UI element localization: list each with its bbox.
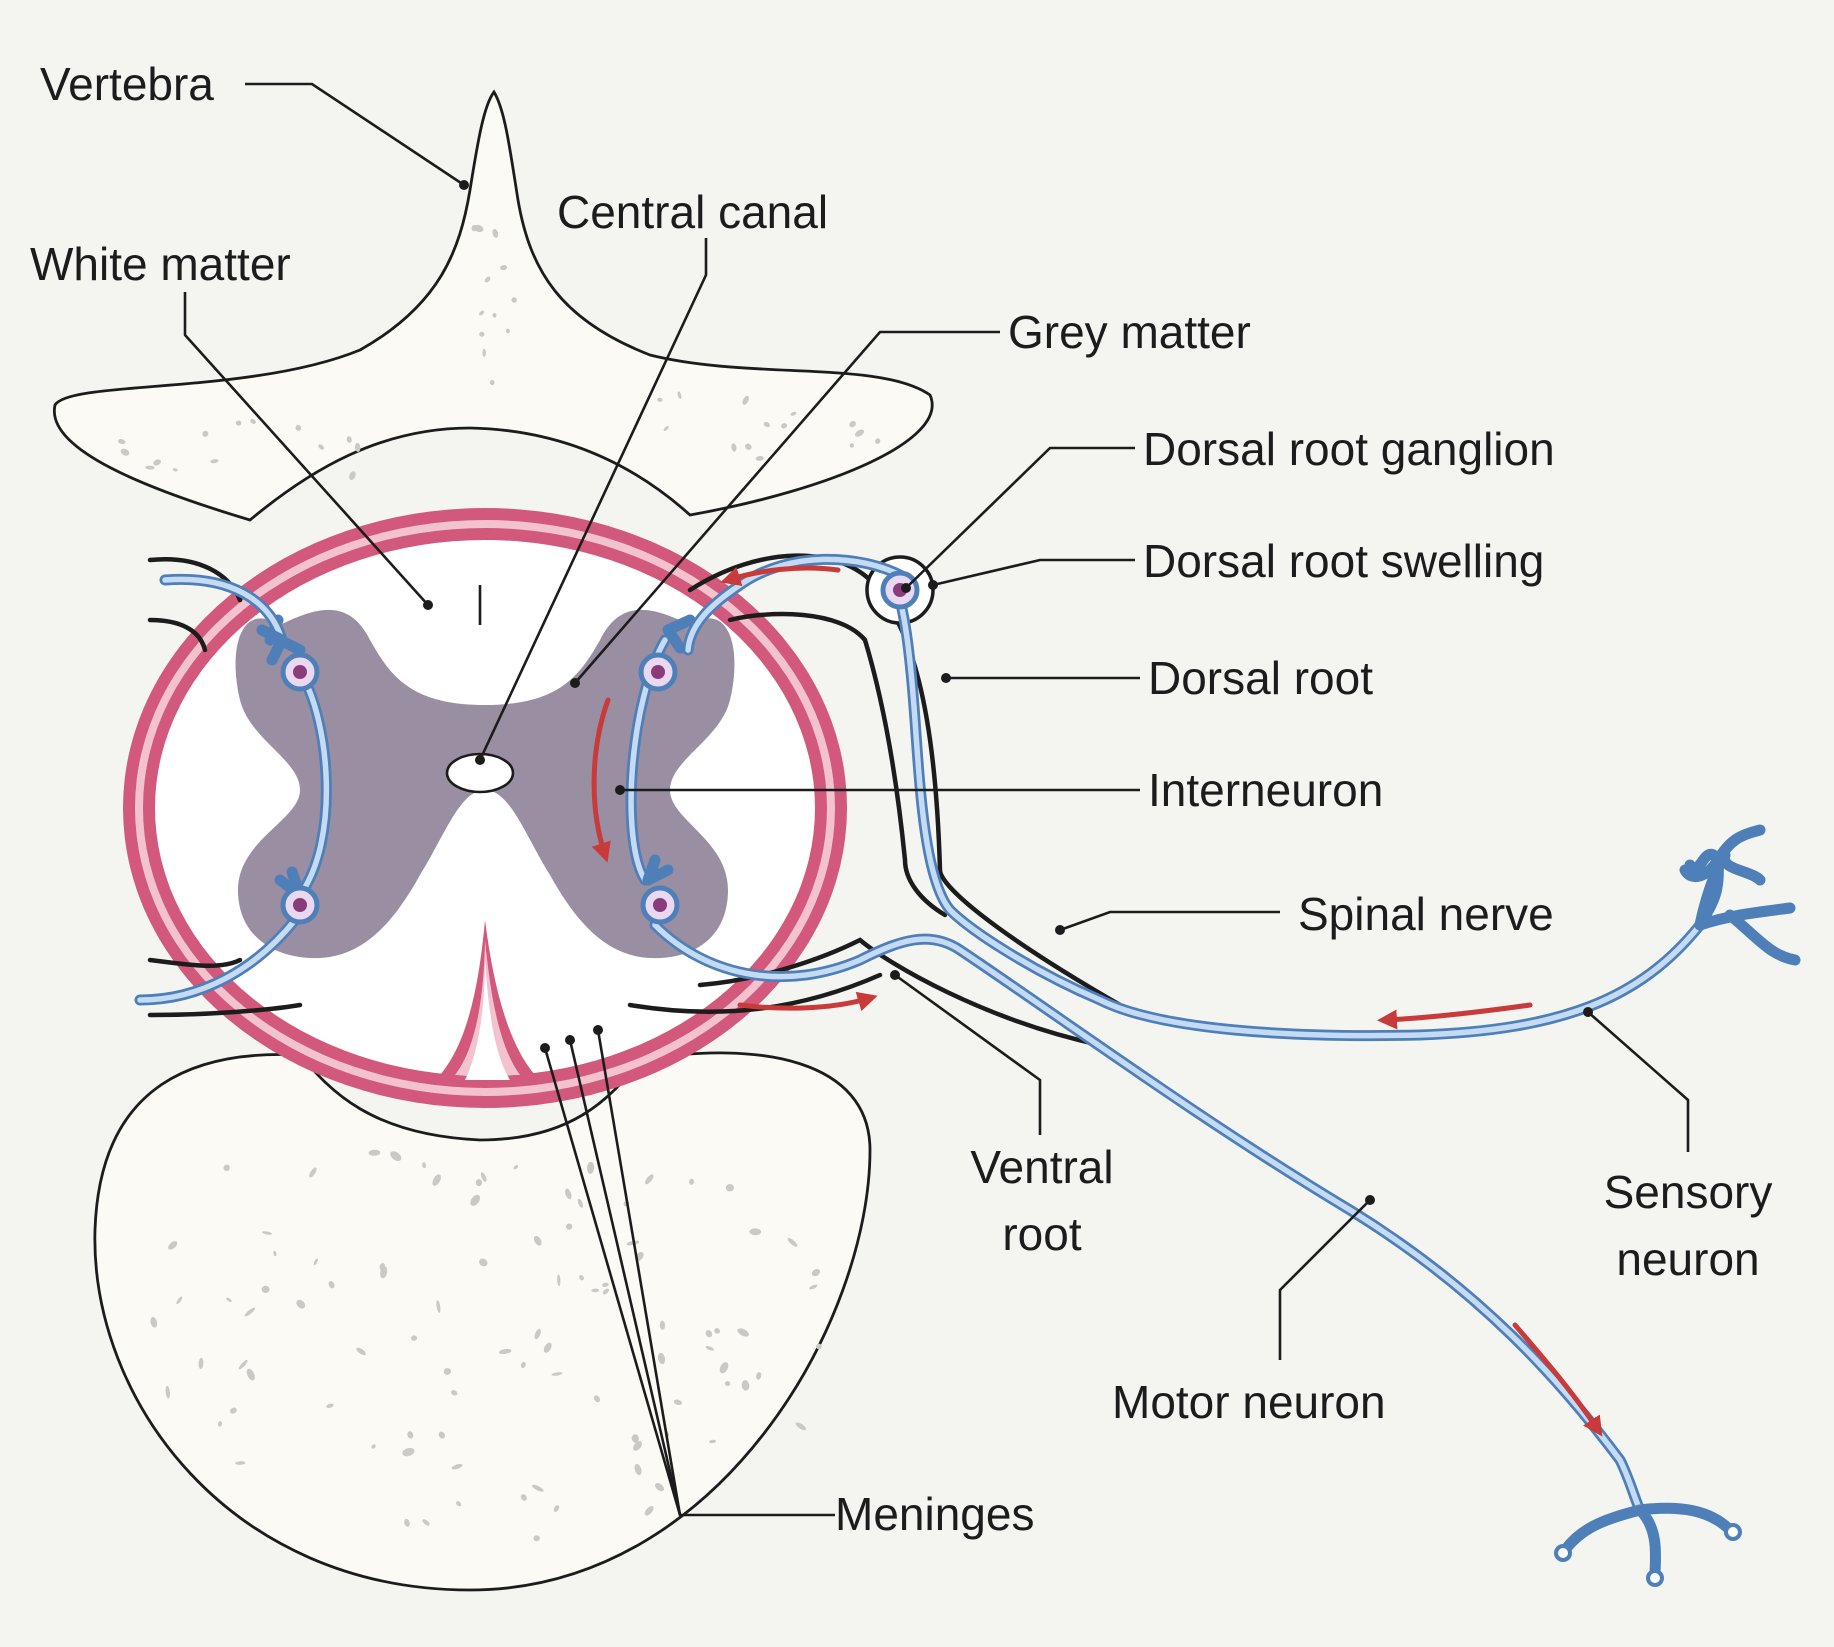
label-dorsal-root-swelling: Dorsal root swelling <box>1143 535 1544 587</box>
central-canal <box>445 752 515 794</box>
label-dorsal-root-ganglion: Dorsal root ganglion <box>1143 423 1555 475</box>
label-interneuron: Interneuron <box>1148 764 1383 816</box>
vertebral-body <box>93 1051 872 1592</box>
neuron-cell-bodies <box>280 570 920 925</box>
label-motor-neuron: Motor neuron <box>1112 1376 1386 1428</box>
signal-direction-arrows <box>591 565 1603 1437</box>
arrow-sensory-nerve <box>1377 1002 1533 1030</box>
label-vertebra: Vertebra <box>40 58 214 110</box>
label-dorsal-root: Dorsal root <box>1148 652 1373 704</box>
label-ventral-root-line1: Ventral <box>970 1141 1113 1193</box>
arrow-dorsal-root <box>720 565 841 586</box>
label-ventral-root-line2: root <box>1002 1208 1081 1260</box>
labels: Vertebra White matter Central canal Grey… <box>30 58 1772 1540</box>
spinal-cord <box>123 508 847 1108</box>
arrow-ventral-root <box>737 991 878 1012</box>
label-central-canal: Central canal <box>557 186 828 238</box>
arrow-motor-nerve <box>1512 1322 1603 1437</box>
vertebra-texture <box>117 224 881 480</box>
label-sensory-neuron-line1: Sensory <box>1604 1166 1773 1218</box>
leader-lines <box>183 82 1690 1517</box>
label-meninges: Meninges <box>835 1488 1034 1540</box>
vertebra-arch <box>53 89 934 522</box>
label-sensory-neuron-line2: neuron <box>1616 1233 1759 1285</box>
label-grey-matter: Grey matter <box>1008 306 1251 358</box>
arrow-interneuron <box>591 697 611 863</box>
label-white-matter: White matter <box>30 238 291 290</box>
label-spinal-nerve: Spinal nerve <box>1298 888 1554 940</box>
